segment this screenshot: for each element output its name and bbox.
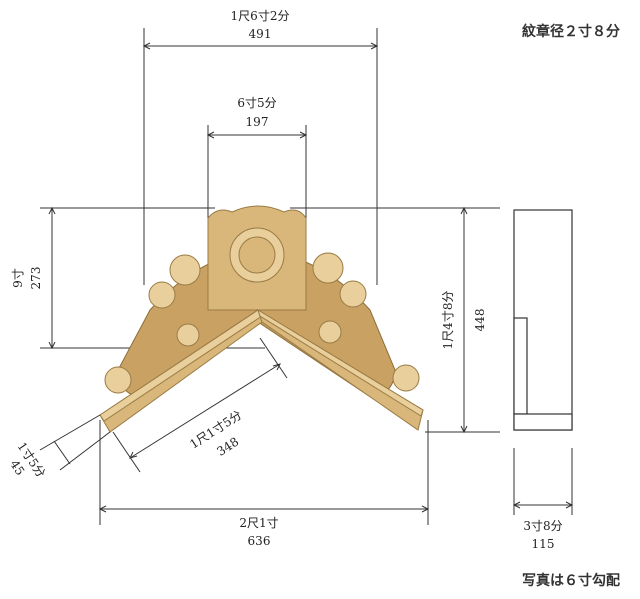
dim-right-height-value: 448 (473, 309, 487, 332)
dim-side-width: 3寸8分 115 (512, 448, 574, 551)
dim-side-width-value: 115 (532, 537, 555, 551)
dim-bottom-width-value: 636 (248, 534, 271, 548)
side-profile (513, 209, 573, 431)
dim-top-outer: 1尺6寸2分 491 (142, 9, 379, 285)
cloud-scroll-right-lower (392, 364, 420, 392)
dim-board-thickness: 1寸5分 45 (7, 414, 111, 480)
cloud-scroll-left-upper (169, 254, 201, 286)
dim-top-outer-label: 1尺6寸2分 (231, 9, 290, 23)
cloud-scroll-left-lower (104, 366, 132, 394)
dim-left-height-value: 273 (29, 267, 43, 290)
dim-left-height-label: 9寸 (11, 268, 25, 288)
dim-top-inner-label: 6寸5分 (237, 96, 276, 110)
dim-slope-length-value: 348 (214, 435, 241, 459)
cloud-scroll-right-upper (312, 252, 344, 284)
dim-top-outer-value: 491 (249, 27, 272, 41)
dim-bottom-width-label: 2尺1寸 (239, 516, 278, 530)
dim-top-inner-value: 197 (246, 115, 269, 129)
crest-diameter-note: 紋章径２寸８分 (522, 23, 620, 40)
dim-right-height-label: 1尺4寸8分 (441, 291, 455, 350)
photo-pitch-note: 写真は６寸勾配 (522, 572, 620, 589)
dim-bottom-width: 2尺1寸 636 (98, 420, 430, 548)
dim-side-width-label: 3寸8分 (523, 519, 562, 533)
ornament-body (99, 205, 424, 433)
dim-right-height: 1尺4寸8分 448 (290, 206, 500, 434)
